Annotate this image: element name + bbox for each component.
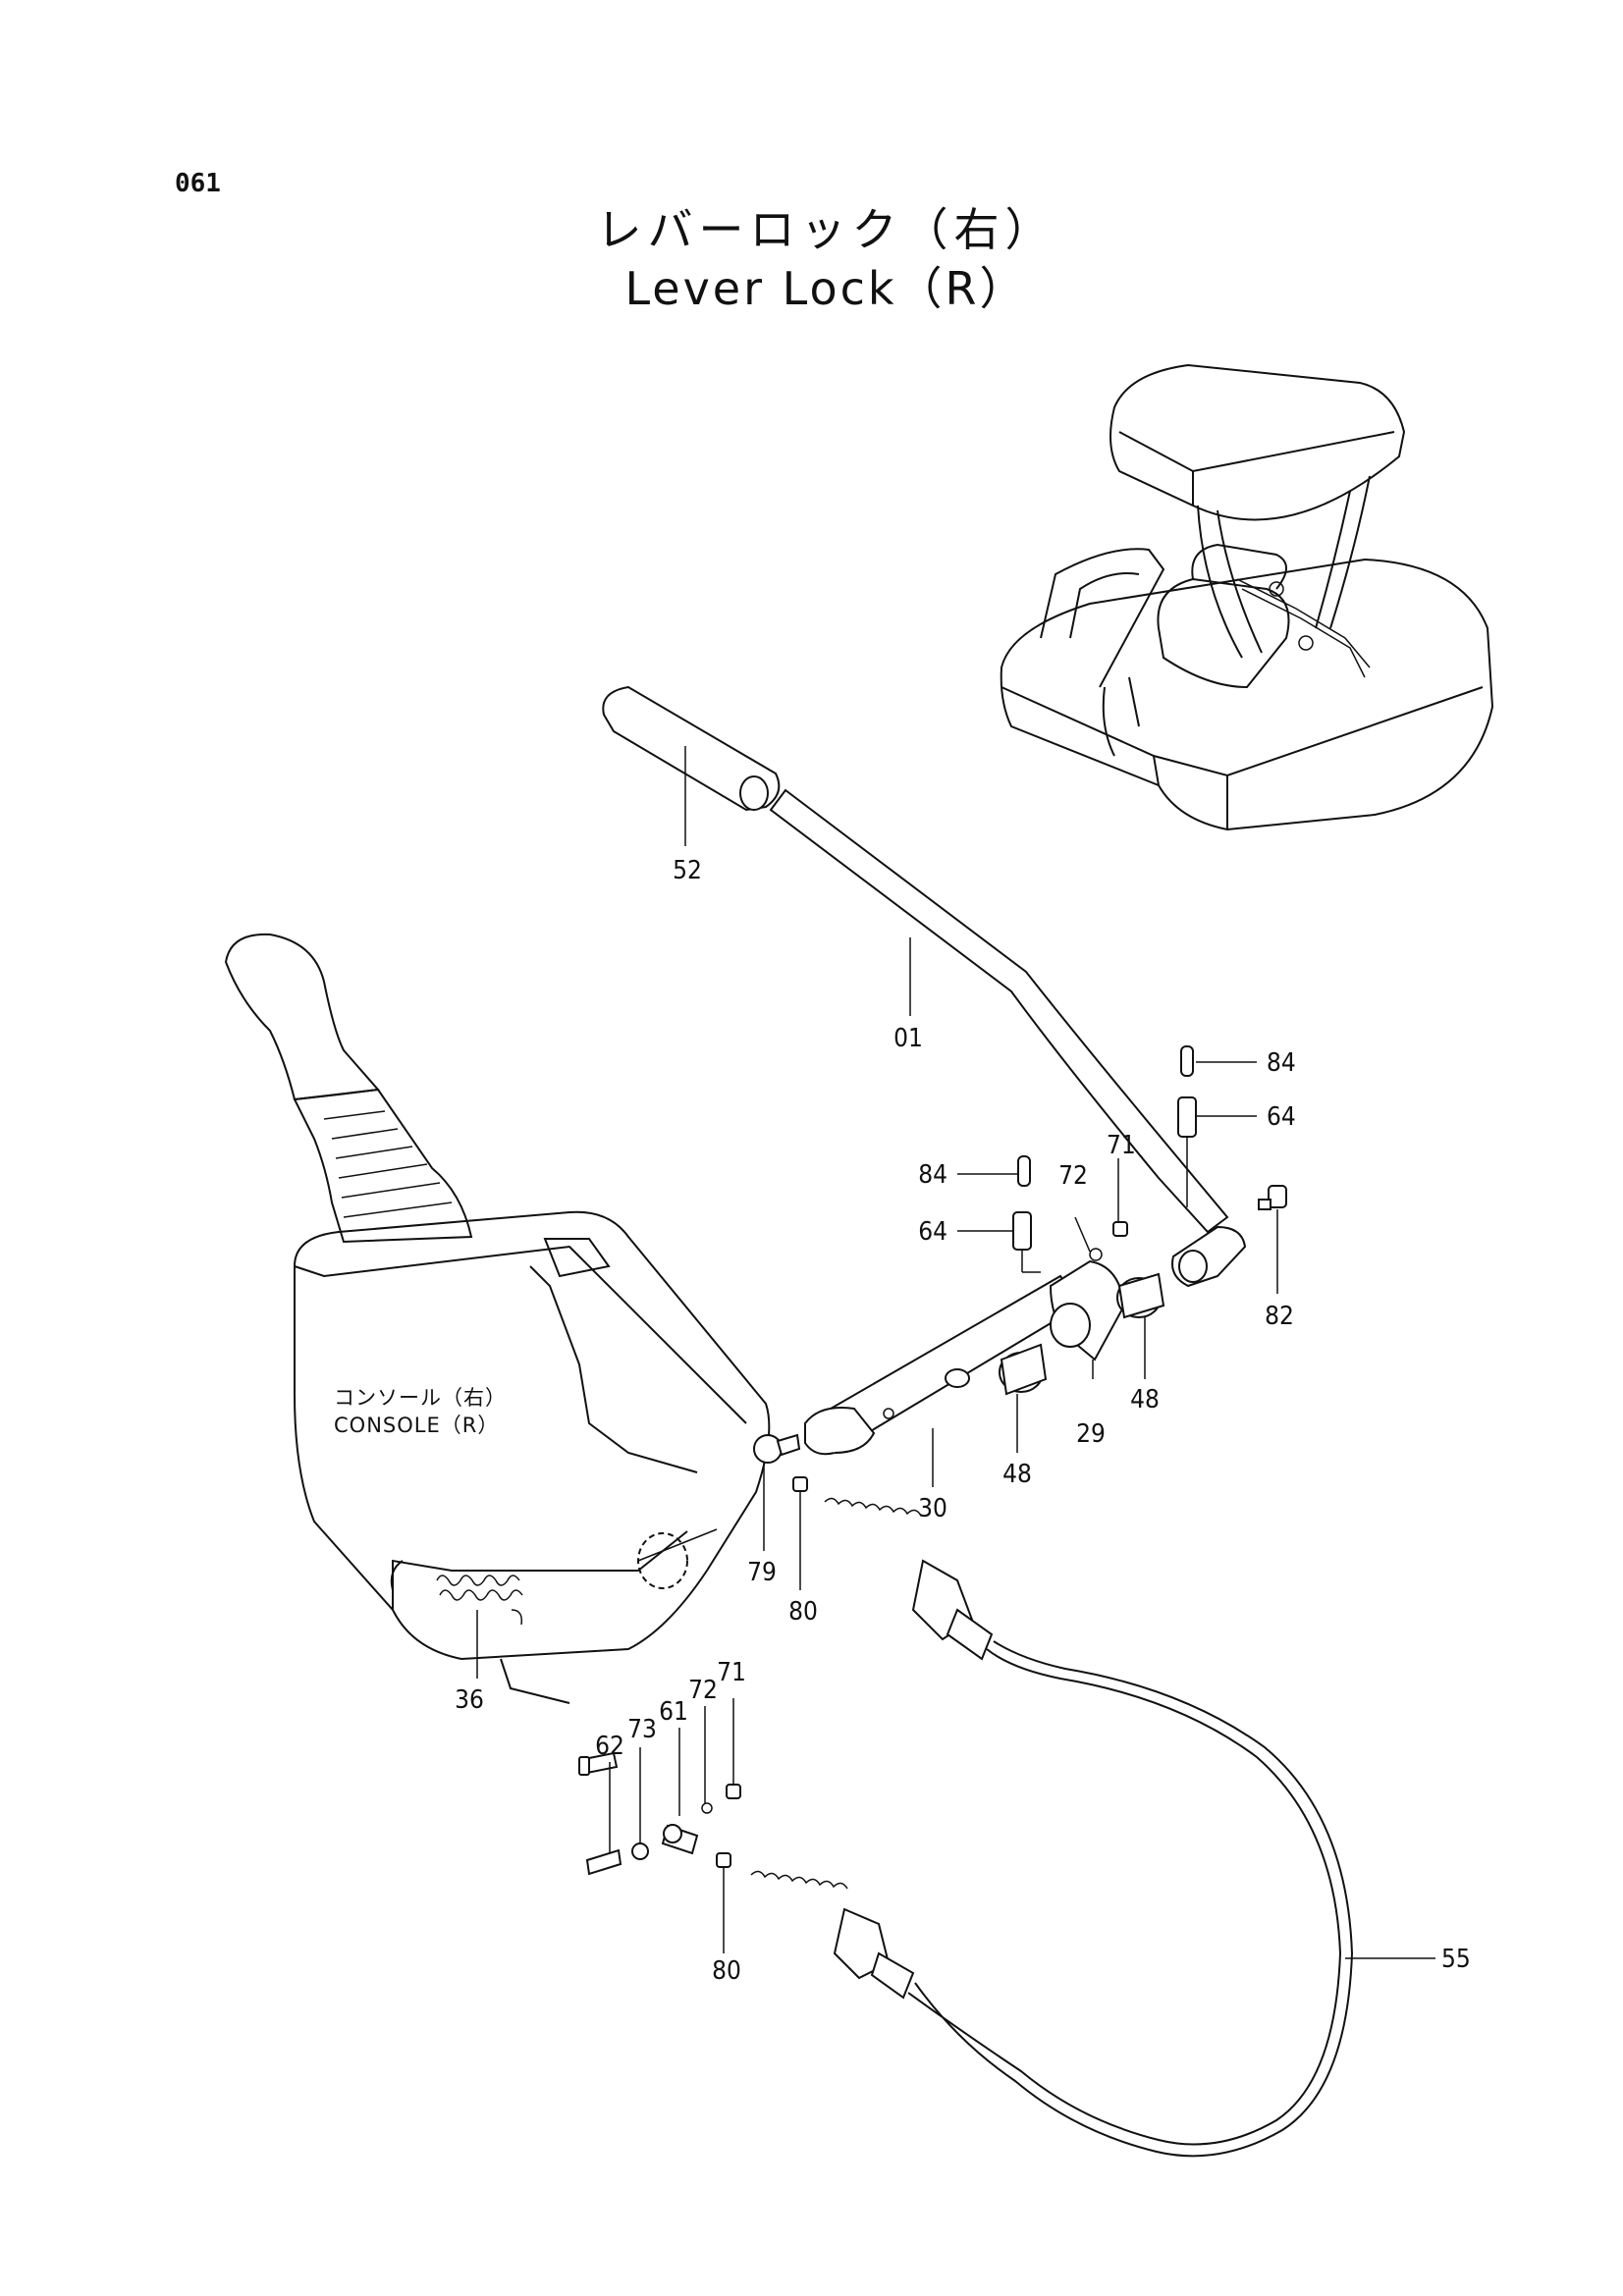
lock-lever-part (769, 788, 1229, 1234)
lock-shaft-part (804, 1274, 1082, 1456)
page-title-english: Lever Lock（R） (624, 262, 1028, 315)
callout-48-left: 48 (1002, 1460, 1032, 1489)
callout-29: 29 (1076, 1419, 1106, 1449)
page-title-japanese: レバーロック（右） (596, 203, 1056, 256)
callout-80-upper: 80 (788, 1597, 818, 1627)
machine-overview-illustration (1000, 363, 1494, 831)
console-label-english: CONSOLE（R） (334, 1414, 500, 1437)
callout-labels: 52 01 84 64 84 64 71 72 82 48 29 48 30 7… (455, 856, 1471, 1986)
callout-64-lower: 64 (918, 1217, 947, 1247)
lock-cable-part (750, 1497, 1354, 2158)
callout-52: 52 (673, 856, 702, 885)
callout-36: 36 (455, 1685, 484, 1715)
callout-72-upper: 72 (1058, 1161, 1088, 1191)
bushing-parts (999, 1272, 1165, 1396)
callout-30: 30 (918, 1494, 947, 1523)
lever-grip-part (602, 685, 781, 812)
console-illustration (224, 933, 771, 1704)
callout-80-lower: 80 (712, 1956, 741, 1986)
callout-62: 62 (595, 1732, 624, 1761)
callout-01: 01 (893, 1024, 923, 1053)
console-label-japanese: コンソール（右） (334, 1386, 507, 1410)
callout-82: 82 (1265, 1302, 1294, 1331)
callout-84-upper: 84 (1267, 1048, 1296, 1078)
callout-72-lower: 72 (688, 1676, 718, 1705)
leader-lines (476, 746, 1435, 1959)
callout-84-lower: 84 (918, 1160, 947, 1190)
callout-71-lower: 71 (717, 1658, 746, 1687)
page-number: 061 (175, 169, 221, 198)
callout-61: 61 (659, 1697, 688, 1727)
callout-71-upper: 71 (1107, 1131, 1136, 1160)
callout-64-upper: 64 (1267, 1102, 1296, 1132)
bracket-part (1049, 1259, 1126, 1362)
lever-pivot-part (1171, 1225, 1247, 1288)
callout-55: 55 (1441, 1945, 1471, 1974)
callout-48-right: 48 (1130, 1385, 1160, 1415)
callout-73: 73 (627, 1715, 657, 1744)
pins-and-fasteners (436, 1045, 1287, 1876)
callout-79: 79 (747, 1558, 777, 1587)
